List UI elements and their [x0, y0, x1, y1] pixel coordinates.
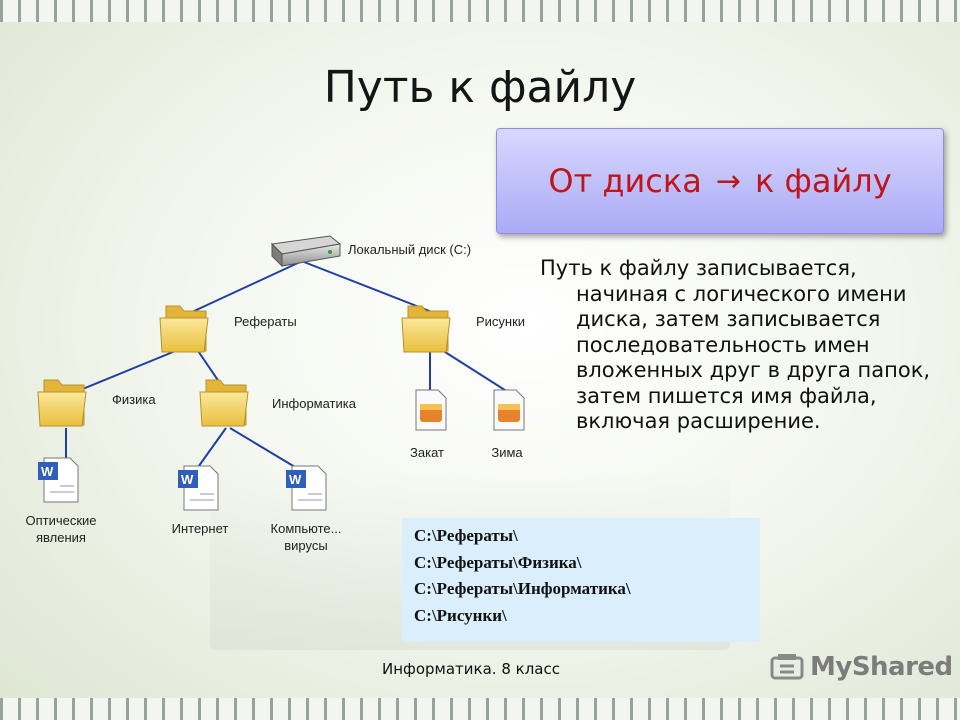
folder-label-risunki: Рисунки	[476, 314, 526, 329]
callout-box: От диска → к файлу	[496, 128, 944, 234]
file-label-optics-line2: явления	[36, 530, 86, 545]
image-file-icon-zakat	[415, 389, 447, 431]
folder-icon-risunki	[401, 305, 451, 353]
file-label-zakat: Закат	[410, 445, 444, 460]
myshared-logo: MyShared	[770, 652, 953, 682]
folder-label-fizika: Физика	[112, 392, 156, 407]
arrow-right-icon: →	[715, 163, 741, 199]
file-label-zima: Зима	[491, 445, 523, 460]
description-text: Путь к файлу записывается, начиная с лог…	[540, 256, 931, 433]
tree-connectors	[65, 261, 509, 471]
callout-right-text: к файлу	[754, 162, 892, 200]
footer-text: Информатика. 8 класс	[382, 660, 560, 678]
folder-icon-fizika	[37, 379, 87, 427]
svg-text:W: W	[289, 472, 302, 487]
slide-title: Путь к файлу	[323, 62, 637, 113]
file-label-optics: Оптические явления	[6, 512, 116, 546]
image-file-icon-zima	[493, 389, 525, 431]
path-line: С:\Рефераты\	[414, 526, 518, 545]
path-line: С:\Рефераты\Информатика\	[414, 579, 631, 598]
svg-text:W: W	[181, 472, 194, 487]
word-document-icon-internet: W	[178, 465, 219, 511]
myshared-logo-icon	[770, 654, 804, 680]
svg-text:W: W	[41, 464, 54, 479]
file-label-optics-line1: Оптические	[25, 513, 97, 528]
callout-left-text: От диска	[548, 162, 702, 200]
folder-icon-informatika	[199, 379, 249, 427]
folder-label-informatika: Информатика	[272, 396, 356, 411]
word-document-icon-viruses: W	[286, 465, 327, 511]
bottom-stripe-decoration	[0, 698, 960, 720]
folder-icon-referaty	[159, 305, 209, 353]
path-line: С:\Рефераты\Физика\	[414, 552, 582, 572]
file-label-internet: Интернет	[171, 521, 229, 536]
folder-label-referaty: Рефераты	[234, 314, 297, 329]
disk-label: Локальный диск (C:)	[348, 242, 472, 257]
word-document-icon-optics: W	[38, 457, 79, 503]
paths-example-box: С:\Рефераты\ С:\Рефераты\Физика\ С:\Рефе…	[402, 518, 760, 642]
top-stripe-decoration	[0, 0, 960, 22]
file-label-viruses: Компьюте... вирусы	[254, 520, 358, 554]
local-disk-icon	[270, 235, 342, 268]
file-label-viruses-line2: вирусы	[284, 538, 328, 553]
file-label-viruses-line1: Компьюте...	[270, 521, 342, 536]
myshared-logo-text: MyShared	[810, 652, 953, 682]
path-line: С:\Рисунки\	[414, 605, 507, 625]
